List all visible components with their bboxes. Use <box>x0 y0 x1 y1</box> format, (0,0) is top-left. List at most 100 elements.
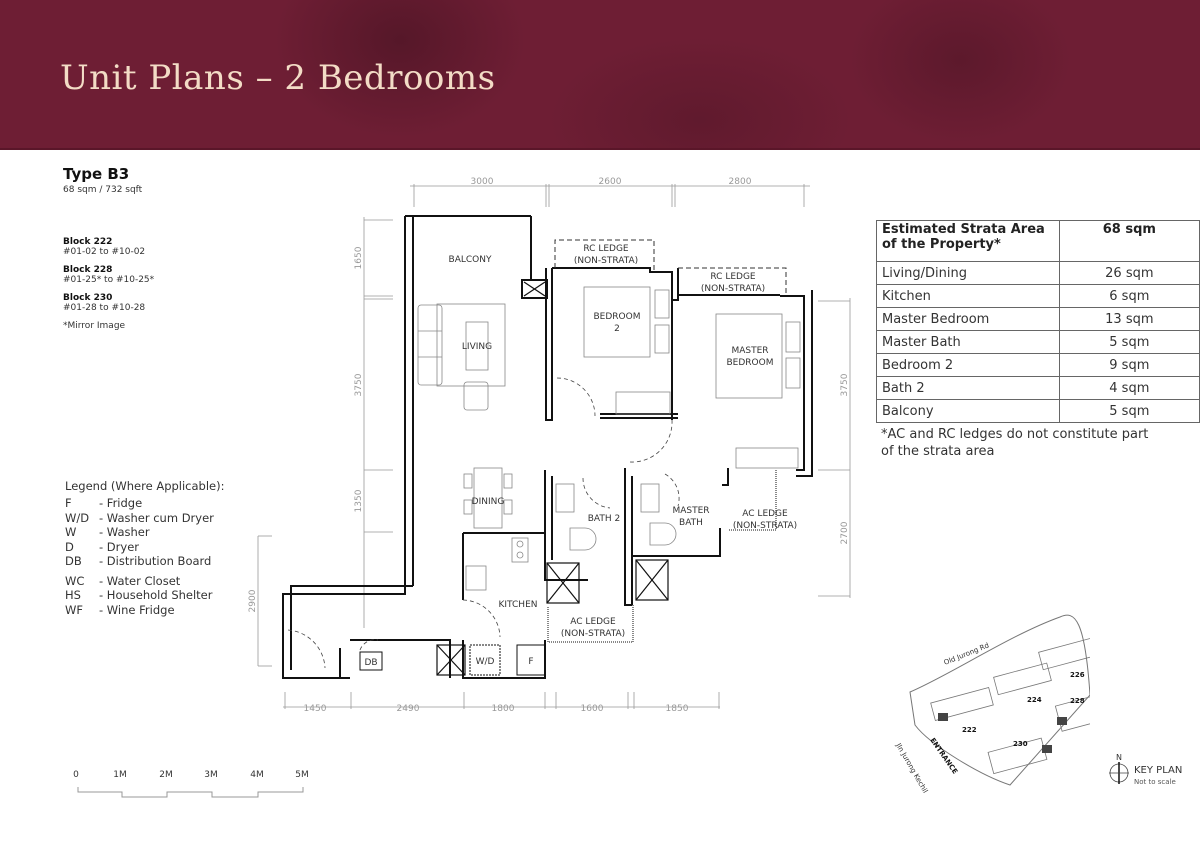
key-plan-subtitle: Not to scale <box>1134 778 1176 786</box>
legend-item: WF- Wine Fridge <box>65 603 224 618</box>
row-label: Bath 2 <box>876 376 1060 400</box>
legend-item: F- Fridge <box>65 496 224 511</box>
page-title: Unit Plans – 2 Bedrooms <box>60 58 496 98</box>
legend-abbr: WF <box>65 602 83 617</box>
row-value: 4 sqm <box>1058 376 1200 400</box>
key-plan-map: Old Jurong Rd Jln Jurong Kechil ENTRANCE… <box>894 614 1090 795</box>
legend-abbr: WC <box>65 573 85 588</box>
room-balcony: BALCONY <box>449 255 492 265</box>
row-value: 6 sqm <box>1058 284 1200 308</box>
legend-item: WC- Water Closet <box>65 574 224 589</box>
dim-label: 2490 <box>397 704 420 714</box>
scale-bar-graphic <box>77 787 304 798</box>
legend-desc: - Washer cum Dryer <box>99 510 214 525</box>
table-header-label: Estimated Strata Area of the Property* <box>876 220 1060 262</box>
dim-label: 3750 <box>840 373 850 396</box>
dim-label: 1650 <box>354 246 364 269</box>
strata-note: *AC and RC ledges do not constitute part… <box>881 427 1149 459</box>
unit-type-title: Type B3 <box>63 165 130 183</box>
scale-bar: 0 1M 2M 3M 4M 5M <box>70 770 320 800</box>
block-item: Block 230 #01-28 to #10-28 <box>63 293 263 313</box>
header-banner: Unit Plans – 2 Bedrooms <box>0 0 1200 150</box>
block-label: 224 <box>1027 696 1042 704</box>
ac-ledge-label: AC LEDGE <box>570 617 616 627</box>
legend-abbr: D <box>65 539 74 554</box>
ac-ledges <box>547 470 777 643</box>
room-bedroom2-num: 2 <box>614 324 620 334</box>
room-bath2: BATH 2 <box>588 514 620 524</box>
row-label: Master Bedroom <box>876 307 1060 331</box>
block-item: Block 222 #01-02 to #10-02 <box>63 237 263 257</box>
legend-title: Legend (Where Applicable): <box>65 479 225 493</box>
table-header-value: 68 sqm <box>1058 220 1200 262</box>
north-compass-icon: N <box>1109 753 1129 784</box>
block-range: #01-28 to #10-28 <box>63 303 146 313</box>
legend-item: HS - Household Shelter <box>65 588 224 603</box>
block-item: Block 228 #01-25* to #10-25* <box>63 265 263 285</box>
dim-label: 1800 <box>492 704 515 714</box>
rc-ledge-label: RC LEDGE <box>710 272 756 282</box>
legend-item: D - Dryer <box>65 540 224 555</box>
dim-label: 1450 <box>304 704 327 714</box>
dim-label: 3750 <box>354 373 364 396</box>
mirror-note: *Mirror Image <box>63 321 126 331</box>
wd-label: W/D <box>476 657 495 667</box>
legend-desc: - Household Shelter <box>99 588 213 602</box>
scale-label: 4M <box>250 770 264 780</box>
db-label: DB <box>364 658 377 668</box>
legend-abbr: DB <box>65 554 82 568</box>
non-strata-label: (NON-STRATA) <box>574 256 638 266</box>
legend-item: W - Washer <box>65 525 224 540</box>
dim-label: 2600 <box>599 177 622 187</box>
dim-label: 3000 <box>471 177 494 187</box>
room-master-bedroom: MASTER <box>731 346 768 356</box>
row-label: Living/Dining <box>876 261 1060 285</box>
scale-label: 3M <box>204 770 218 780</box>
non-strata-label: (NON-STRATA) <box>561 629 625 639</box>
table-header-row: Estimated Strata Area of the Property* 6… <box>876 220 1200 262</box>
dim-label: 2900 <box>248 589 258 612</box>
legend-abbr: W <box>65 525 77 539</box>
legend-abbr: HS <box>65 588 81 602</box>
db-box <box>359 651 383 671</box>
block-list: Block 222 #01-02 to #10-02 Block 228 #01… <box>63 237 263 331</box>
room-master-bedroom-2: BEDROOM <box>727 358 774 368</box>
block-label: 222 <box>962 726 977 734</box>
key-plan-title: KEY PLAN <box>1134 765 1183 776</box>
block-range: #01-02 to #10-02 <box>63 247 146 257</box>
legend-desc: - Dryer <box>99 539 139 554</box>
room-living: LIVING <box>462 342 492 352</box>
shaft-boxes <box>436 281 669 676</box>
legend-desc: - Washer <box>99 525 150 539</box>
furniture <box>417 286 801 591</box>
dim-label: 2800 <box>729 177 752 187</box>
dim-label: 2700 <box>840 521 850 544</box>
legend-abbr: F <box>65 496 72 510</box>
rc-ledge-label: RC LEDGE <box>583 244 629 254</box>
block-name: Block 230 <box>63 293 113 303</box>
block-name: Block 228 <box>63 265 113 275</box>
legend-item: W/D- Washer cum Dryer <box>65 511 224 526</box>
floor-plan: 3000 2600 2800 1450 2490 1800 1600 1850 … <box>248 177 851 714</box>
dim-label: 1850 <box>666 704 689 714</box>
entrance-label: ENTRANCE <box>928 737 959 776</box>
non-strata-label: (NON-STRATA) <box>701 284 765 294</box>
block-label: 230 <box>1013 740 1028 748</box>
row-value: 5 sqm <box>1058 399 1200 423</box>
legend: Legend (Where Applicable): F- Fridge W/D… <box>65 479 224 617</box>
dimension-labels: 3000 2600 2800 1450 2490 1800 1600 1850 … <box>248 177 850 714</box>
svg-text:N: N <box>1116 753 1122 762</box>
ac-ledge-label: AC LEDGE <box>742 509 788 519</box>
road-label: Jln Jurong Kechil <box>894 741 929 794</box>
room-master-bath: MASTER <box>672 506 709 516</box>
row-value: 26 sqm <box>1058 261 1200 285</box>
unit-area: 68 sqm / 732 sqft <box>63 185 143 195</box>
room-master-bath-2: BATH <box>679 518 703 528</box>
scale-label: 0 <box>73 770 79 780</box>
legend-desc: - Distribution Board <box>99 554 212 568</box>
scale-label: 1M <box>113 770 127 780</box>
